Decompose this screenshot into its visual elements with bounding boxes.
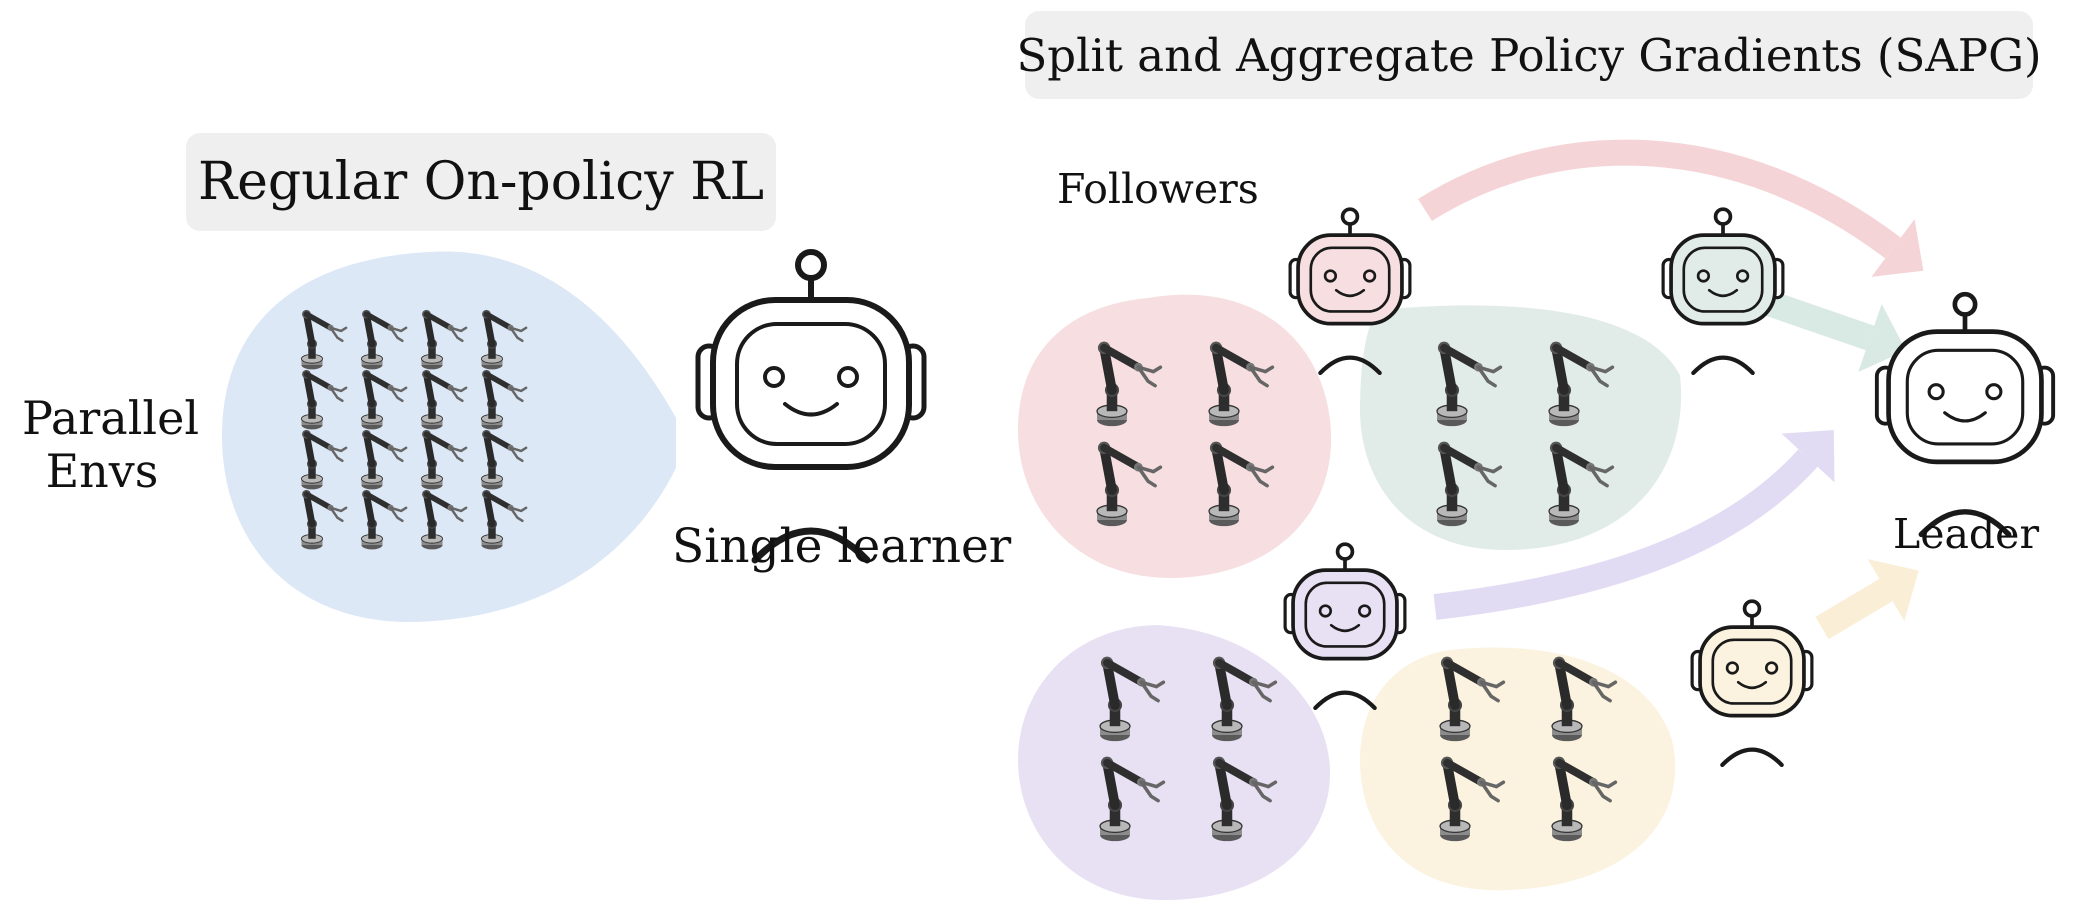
arrow-purple-to-leader-head bbox=[1781, 430, 1835, 483]
left-title: Regular On-policy RL bbox=[198, 152, 764, 212]
follower-robot-yellow bbox=[1690, 599, 1814, 768]
follower-robot-pink bbox=[1288, 207, 1412, 376]
single-learner-robot bbox=[698, 252, 924, 560]
follower-robot-purple bbox=[1283, 542, 1407, 711]
leader-robot bbox=[1877, 294, 2053, 534]
arrow-yellow-to-leader-head bbox=[1867, 559, 1919, 621]
arrow-purple-to-leader bbox=[1433, 449, 1818, 620]
parallel-envs-blob bbox=[222, 251, 676, 623]
followers-label: Followers bbox=[1057, 165, 1259, 213]
parallel-envs-label: Parallel Envs bbox=[22, 391, 200, 498]
env-group-pink bbox=[1018, 294, 1332, 579]
arrow-yellow-to-leader bbox=[1815, 578, 1893, 640]
left-title-box: Regular On-policy RL bbox=[186, 133, 776, 231]
arrow-teal-to-leader bbox=[1755, 287, 1875, 351]
right-title: Split and Aggregate Policy Gradients (SA… bbox=[1016, 28, 2042, 82]
arrow-pink-to-leader-head bbox=[1871, 219, 1924, 277]
right-title-box: Split and Aggregate Policy Gradients (SA… bbox=[1016, 11, 2042, 99]
follower-robot-teal bbox=[1661, 207, 1785, 376]
leader-label: Leader bbox=[1893, 510, 2040, 558]
env-group-purple bbox=[1018, 625, 1331, 900]
parallel-envs-line-2: Envs bbox=[45, 443, 159, 498]
single-learner-label: Single learner bbox=[672, 519, 1012, 574]
arrow-pink-to-leader bbox=[1418, 139, 1901, 259]
env-group-teal bbox=[1360, 305, 1682, 551]
parallel-envs-line-1: Parallel bbox=[22, 391, 200, 445]
env-group-yellow bbox=[1360, 647, 1676, 891]
